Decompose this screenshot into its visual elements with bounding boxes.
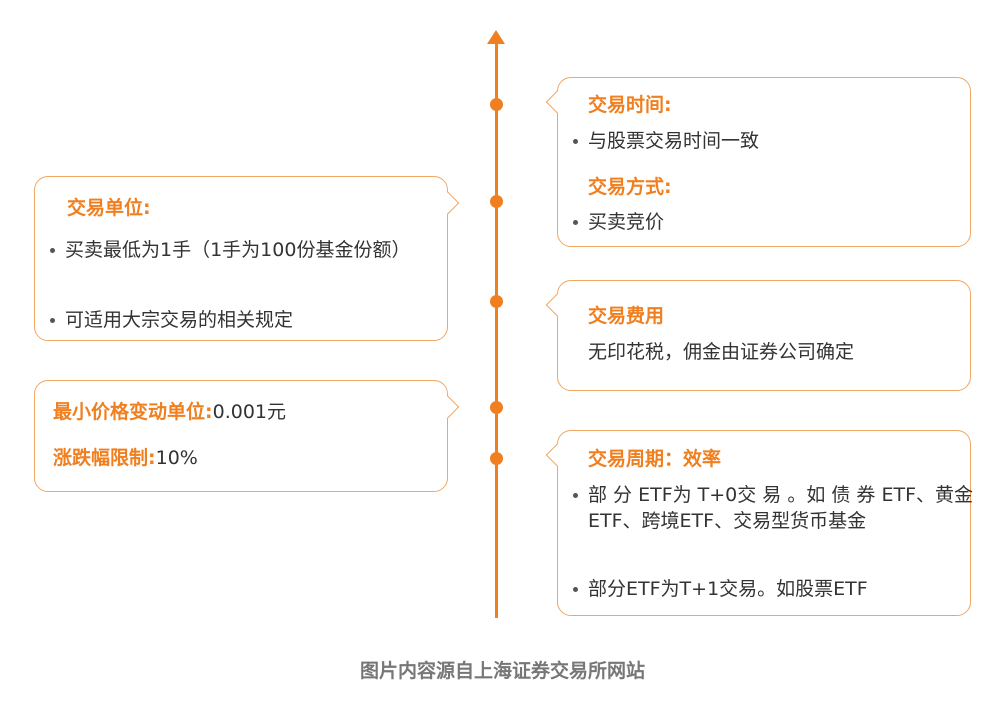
trading-method-heading: 交易方式: [588, 176, 672, 198]
price-limit-value: 10% [155, 447, 198, 469]
source-caption: 图片内容源自上海证券交易所网站 [359, 660, 645, 682]
price-tick-label: 最小价格变动单位: [53, 401, 213, 423]
card-pointer [436, 191, 460, 215]
trading-method-bullet: 买卖竞价 [570, 209, 664, 235]
card-pointer [545, 443, 569, 467]
price-tick-value: 0.001元 [212, 401, 287, 423]
card-trading-time: 交易时间: 与股票交易时间一致 交易方式: 买卖竞价 [545, 77, 971, 247]
price-limit-row: 涨跌幅限制:10% [53, 445, 198, 471]
timeline-node-fee [490, 295, 503, 308]
trading-time-bullet: 与股票交易时间一致 [570, 128, 759, 154]
card-pointer [545, 293, 569, 317]
card-trading-cycle: 交易周期：效率 部 分 ETF为 T+0交 易 。如 债 券 ETF、黄金ETF… [545, 430, 973, 616]
card-trading-unit: 交易单位: 买卖最低为1手（1手为100份基金份额） 可适用大宗交易的相关规定 [34, 176, 460, 341]
trading-cycle-bullet-t0: 部 分 ETF为 T+0交 易 。如 债 券 ETF、黄金ETF、跨境ETF、交… [570, 482, 980, 534]
card-pointer [545, 90, 569, 114]
trading-fee-text: 无印花税，佣金由证券公司确定 [588, 341, 855, 363]
trading-unit-bullet-block: 可适用大宗交易的相关规定 [47, 307, 293, 333]
card-trading-fee: 交易费用 无印花税，佣金由证券公司确定 [545, 280, 971, 391]
price-limit-label: 涨跌幅限制: [53, 447, 156, 469]
price-tick-row: 最小价格变动单位:0.001元 [53, 399, 286, 425]
timeline-node-cycle [490, 452, 503, 465]
timeline-node-unit [490, 195, 503, 208]
timeline-node-tick [490, 401, 503, 414]
card-pointer [436, 395, 460, 419]
trading-cycle-heading: 交易周期：效率 [588, 448, 722, 470]
trading-fee-heading: 交易费用 [588, 305, 665, 327]
trading-cycle-bullet-t1: 部分ETF为T+1交易。如股票ETF [570, 576, 868, 602]
card-price-rules: 最小价格变动单位:0.001元 涨跌幅限制:10% [34, 380, 460, 492]
trading-unit-bullet-lot: 买卖最低为1手（1手为100份基金份额） [47, 237, 445, 263]
timeline-arrow-icon [487, 30, 505, 44]
trading-unit-heading: 交易单位: [67, 197, 151, 219]
timeline-axis [495, 40, 498, 618]
trading-time-heading: 交易时间: [588, 94, 672, 116]
timeline-node-time [490, 98, 503, 111]
